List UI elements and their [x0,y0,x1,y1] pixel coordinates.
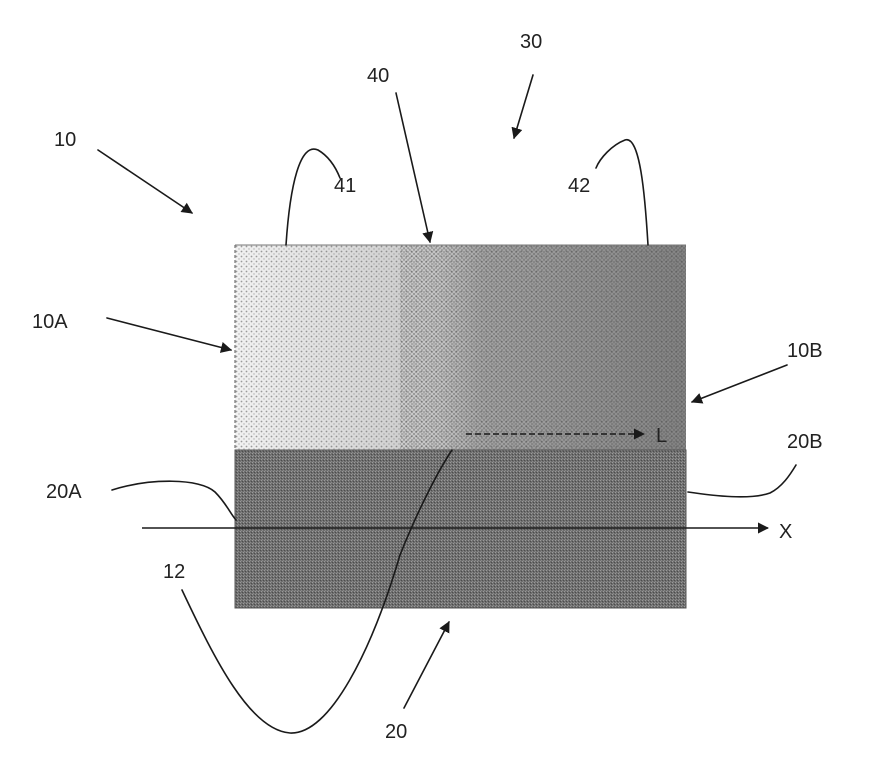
label-axis-x: X [779,521,792,543]
label-41: 41 [334,175,356,197]
leader-30 [514,75,533,138]
label-20B: 20B [787,431,823,453]
leader-20B [688,465,796,497]
label-12: 12 [163,561,185,583]
leader-10 [98,150,192,213]
label-20A: 20A [46,481,82,503]
leader-10A [107,318,231,350]
leader-20A [112,481,236,520]
label-10B: 10B [787,340,823,362]
label-axis-l: L [656,425,667,447]
label-20: 20 [385,721,407,743]
leader-10B [692,365,787,402]
label-30: 30 [520,31,542,53]
bottom-layer [235,450,686,608]
top-layer [235,245,686,450]
leader-40 [396,93,430,242]
leader-20 [404,622,449,708]
leader-41 [286,149,340,245]
leader-42 [596,140,648,245]
label-40: 40 [367,65,389,87]
label-10A: 10A [32,311,68,333]
label-10: 10 [54,129,76,151]
label-42: 42 [568,175,590,197]
